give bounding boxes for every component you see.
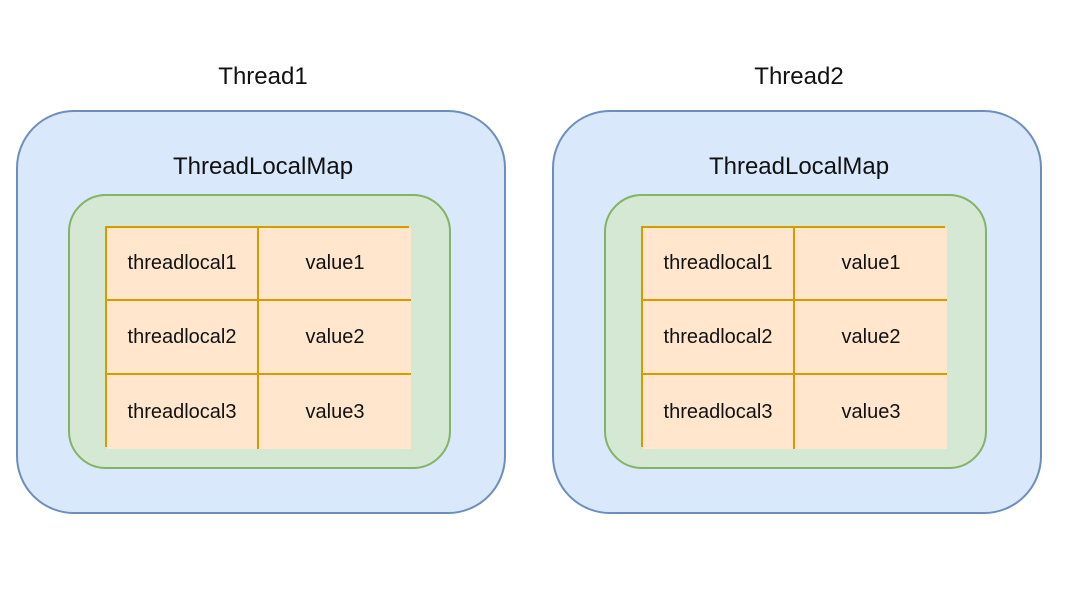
thread-2-entry-1-key: threadlocal1 bbox=[643, 228, 795, 301]
thread-1-entry-1-key: threadlocal1 bbox=[107, 228, 259, 301]
thread-2-entry-table: threadlocal1 value1 threadlocal2 value2 … bbox=[641, 226, 947, 449]
thread-2-entry-2-key: threadlocal2 bbox=[643, 301, 795, 375]
thread-2-group: Thread2 ThreadLocalMap threadlocal1 valu… bbox=[552, 0, 1046, 594]
thread-1-title: Thread1 bbox=[218, 63, 308, 90]
thread-1-entry-1-value: value1 bbox=[259, 228, 411, 301]
thread-2-entry-2-value: value2 bbox=[795, 301, 947, 375]
thread-1-group: Thread1 ThreadLocalMap threadlocal1 valu… bbox=[16, 0, 510, 594]
thread-1-entry-2-key: threadlocal2 bbox=[107, 301, 259, 375]
thread-1-entry-3-value: value3 bbox=[259, 375, 411, 449]
thread-2-map-title: ThreadLocalMap bbox=[708, 153, 890, 180]
thread-2-entry-3-value: value3 bbox=[795, 375, 947, 449]
thread-2-entry-3-key: threadlocal3 bbox=[643, 375, 795, 449]
thread-1-entry-3-key: threadlocal3 bbox=[107, 375, 259, 449]
thread-1-entry-2-value: value2 bbox=[259, 301, 411, 375]
thread-1-map-title: ThreadLocalMap bbox=[172, 153, 354, 180]
thread-2-entry-1-value: value1 bbox=[795, 228, 947, 301]
thread-1-entry-table: threadlocal1 value1 threadlocal2 value2 … bbox=[105, 226, 411, 449]
thread-2-title: Thread2 bbox=[754, 63, 844, 90]
